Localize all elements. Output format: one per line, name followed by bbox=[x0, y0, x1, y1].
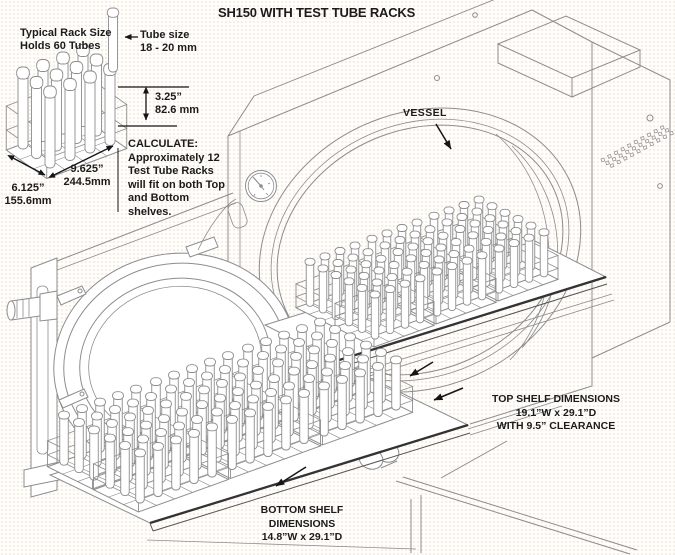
hinge-bracket bbox=[58, 388, 89, 409]
machine-body bbox=[56, 0, 674, 555]
top-shelf-dimensions: TOP SHELF DIMENSIONS 19.1”W x 29.1”D WIT… bbox=[489, 393, 623, 434]
bolt-hole bbox=[434, 75, 440, 81]
bolt-hole bbox=[657, 183, 663, 189]
depth-dim-arrow bbox=[7, 154, 46, 176]
top-shelf-line2: 19.1”W x 29.1”D bbox=[515, 406, 597, 419]
bottom-shelf-dimensions: BOTTOM SHELF DIMENSIONS 14.8”W x 29.1”D bbox=[226, 504, 378, 545]
top-shelf-line1: TOP SHELF DIMENSIONS bbox=[492, 393, 620, 405]
rack-width-dimension: 9.625” 244.5mm bbox=[58, 163, 116, 189]
slide-out-arrow-top-2 bbox=[433, 387, 464, 401]
door-clamp bbox=[185, 236, 219, 258]
bottom-shelf-racks bbox=[46, 317, 414, 513]
calculate-line: Test Tube Racks bbox=[128, 165, 214, 177]
hinge-bracket bbox=[56, 285, 87, 306]
rack-height-dimension: 3.25” 82.6 mm bbox=[155, 91, 199, 117]
calculate-line: Approximately 12 bbox=[128, 151, 220, 164]
hinge-bolt bbox=[79, 391, 85, 397]
door-arm bbox=[56, 192, 234, 262]
top-shelf-racks bbox=[294, 195, 560, 348]
calculate-heading: CALCULATE: bbox=[128, 138, 199, 150]
door-arm bbox=[56, 202, 237, 271]
rack-depth-mm: 155.6mm bbox=[4, 195, 52, 207]
front-bottom-edge bbox=[469, 358, 593, 425]
calculate-note: CALCULATE: Approximately 12 Test Tube Ra… bbox=[128, 138, 228, 219]
test-tube-rack bbox=[5, 44, 128, 180]
top-left-cap bbox=[227, 95, 255, 137]
calculate-line: and Bottom bbox=[128, 192, 190, 204]
hinge-bolt bbox=[77, 288, 83, 294]
rack-note: Typical Rack Size Holds 60 Tubes bbox=[20, 27, 112, 53]
chamber-arc bbox=[495, 133, 550, 361]
clearance-leader-line bbox=[440, 440, 508, 479]
calculate-line: shelves. bbox=[128, 205, 172, 218]
test-tube-rack bbox=[92, 407, 230, 513]
rack-depth-dimension: 6.125” 155.6mm bbox=[0, 182, 56, 208]
rear-duct bbox=[496, 15, 642, 98]
rack-width-mm: 244.5mm bbox=[63, 176, 111, 188]
diagram-title: SH150 WITH TEST TUBE RACKS bbox=[218, 5, 416, 20]
rear-leg bbox=[410, 495, 422, 553]
right-face-bottom bbox=[591, 321, 671, 359]
rack-width-inches: 9.625” bbox=[70, 163, 104, 175]
test-tube-rack bbox=[333, 261, 436, 348]
top-front-edge bbox=[227, 9, 533, 137]
vessel-arrow bbox=[435, 123, 452, 150]
rack-height-inches: 3.25” bbox=[155, 91, 182, 103]
floor-rail bbox=[146, 539, 417, 550]
tube-size-line2: 18 - 20 mm bbox=[140, 42, 197, 54]
bolt-hole bbox=[646, 114, 654, 122]
bottom-shelf-line2: 14.8”W x 29.1”D bbox=[261, 531, 343, 543]
bottom-shelf-line1: BOTTOM SHELF DIMENSIONS bbox=[260, 504, 344, 530]
vent-grille bbox=[600, 125, 674, 168]
rack-height-mm: 82.6 mm bbox=[155, 104, 200, 116]
door-handle bbox=[6, 290, 58, 322]
top-back-edge bbox=[253, 0, 495, 97]
slide-out-arrow-top-1 bbox=[409, 361, 434, 377]
reference-rack bbox=[5, 44, 128, 180]
rack-depth-inches: 6.125” bbox=[11, 182, 45, 194]
pressure-gauge bbox=[245, 170, 277, 202]
base-rail bbox=[395, 476, 638, 555]
slide-out-arrow-bottom bbox=[275, 466, 307, 487]
annotations bbox=[7, 34, 508, 487]
tube-size-line1: Tube size bbox=[140, 29, 190, 41]
tube-size-note: Tube size 18 - 20 mm bbox=[140, 29, 197, 55]
vessel-label: VESSEL bbox=[403, 107, 447, 119]
slide-rail bbox=[467, 399, 563, 436]
right-face-top bbox=[531, 9, 671, 322]
chamber-arc bbox=[511, 145, 558, 349]
width-dim-arrow bbox=[48, 145, 114, 178]
bolt-hole bbox=[472, 12, 478, 18]
rack-note-line1: Typical Rack Size bbox=[20, 27, 112, 39]
reference-tube bbox=[106, 7, 120, 73]
top-shelf-line3: WITH 9.5” CLEARANCE bbox=[496, 420, 616, 432]
calculate-line: will fit on both Top bbox=[128, 178, 225, 191]
clamp-link bbox=[197, 198, 237, 251]
rack-note-line2: Holds 60 Tubes bbox=[20, 40, 101, 52]
